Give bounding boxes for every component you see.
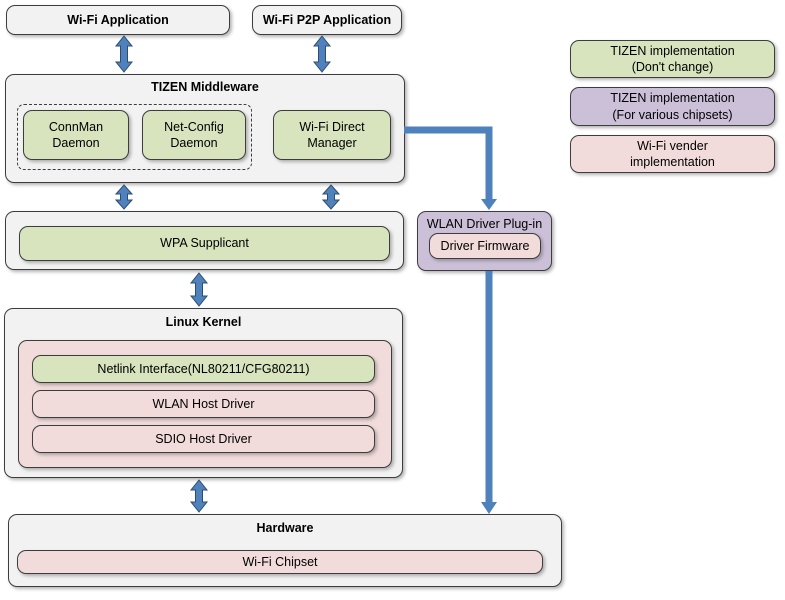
sdio-host-driver-box: SDIO Host Driver <box>32 425 375 453</box>
hardware-title: Hardware <box>256 521 314 535</box>
wpa-supplicant-label: WPA Supplicant <box>160 236 249 251</box>
connman-daemon-box: ConnMan Daemon <box>23 110 129 160</box>
legend-item-wifi-vender: Wi-Fi vender implementation <box>570 135 775 173</box>
legend-item-tizen-dont-change: TIZEN implementation (Don't change) <box>570 40 775 78</box>
wifi-chipset-label: Wi-Fi Chipset <box>242 554 318 569</box>
arrow-wifi-app-middleware <box>114 35 134 73</box>
wifi-application-label: Wi-Fi Application <box>67 12 169 27</box>
wifi-p2p-application-box: Wi-Fi P2P Application <box>252 5 402 35</box>
arrow-p2p-app-middleware <box>312 35 332 73</box>
net-config-daemon-label: Net-Config Daemon <box>164 119 224 150</box>
wifi-direct-manager-label: Wi-Fi Direct Manager <box>299 119 365 150</box>
connman-daemon-label: ConnMan Daemon <box>48 119 104 150</box>
legend-label-tizen-various-chipsets: TIZEN implementation (For various chipse… <box>610 91 735 122</box>
wlan-host-driver-label: WLAN Host Driver <box>152 396 255 411</box>
arrow-middleware-wpa-right <box>321 184 341 210</box>
connector-middleware-to-plugin <box>404 126 497 210</box>
wpa-supplicant-box: WPA Supplicant <box>19 226 390 261</box>
legend-label-tizen-dont-change: TIZEN implementation (Don't change) <box>610 43 735 74</box>
driver-firmware-box: Driver Firmware <box>429 233 541 259</box>
wlan-driver-plugin-title: WLAN Driver Plug-in <box>426 217 543 231</box>
legend-item-tizen-various-chipsets: TIZEN implementation (For various chipse… <box>570 87 775 126</box>
arrow-middleware-wpa-left <box>114 184 134 210</box>
net-config-daemon-box: Net-Config Daemon <box>142 110 246 160</box>
wifi-application-box: Wi-Fi Application <box>6 5 230 35</box>
netlink-interface-label: Netlink Interface(NL80211/CFG80211) <box>97 361 310 376</box>
wifi-p2p-application-label: Wi-Fi P2P Application <box>262 12 392 27</box>
daemon-group-dashed-border <box>17 104 252 170</box>
sdio-host-driver-label: SDIO Host Driver <box>155 431 252 446</box>
driver-firmware-label: Driver Firmware <box>440 238 530 253</box>
wifi-chipset-box: Wi-Fi Chipset <box>17 550 543 574</box>
tizen-middleware-title: TIZEN Middleware <box>151 80 259 94</box>
legend-label-wifi-vender: Wi-Fi vender implementation <box>630 138 715 169</box>
wifi-direct-manager-box: Wi-Fi Direct Manager <box>273 110 391 160</box>
linux-kernel-title: Linux Kernel <box>165 315 242 329</box>
arrow-wpa-kernel <box>189 272 209 307</box>
wlan-host-driver-box: WLAN Host Driver <box>32 390 375 418</box>
netlink-interface-box: Netlink Interface(NL80211/CFG80211) <box>32 355 375 383</box>
connector-plugin-to-hardware <box>481 271 497 514</box>
arrow-kernel-hardware <box>189 479 209 513</box>
